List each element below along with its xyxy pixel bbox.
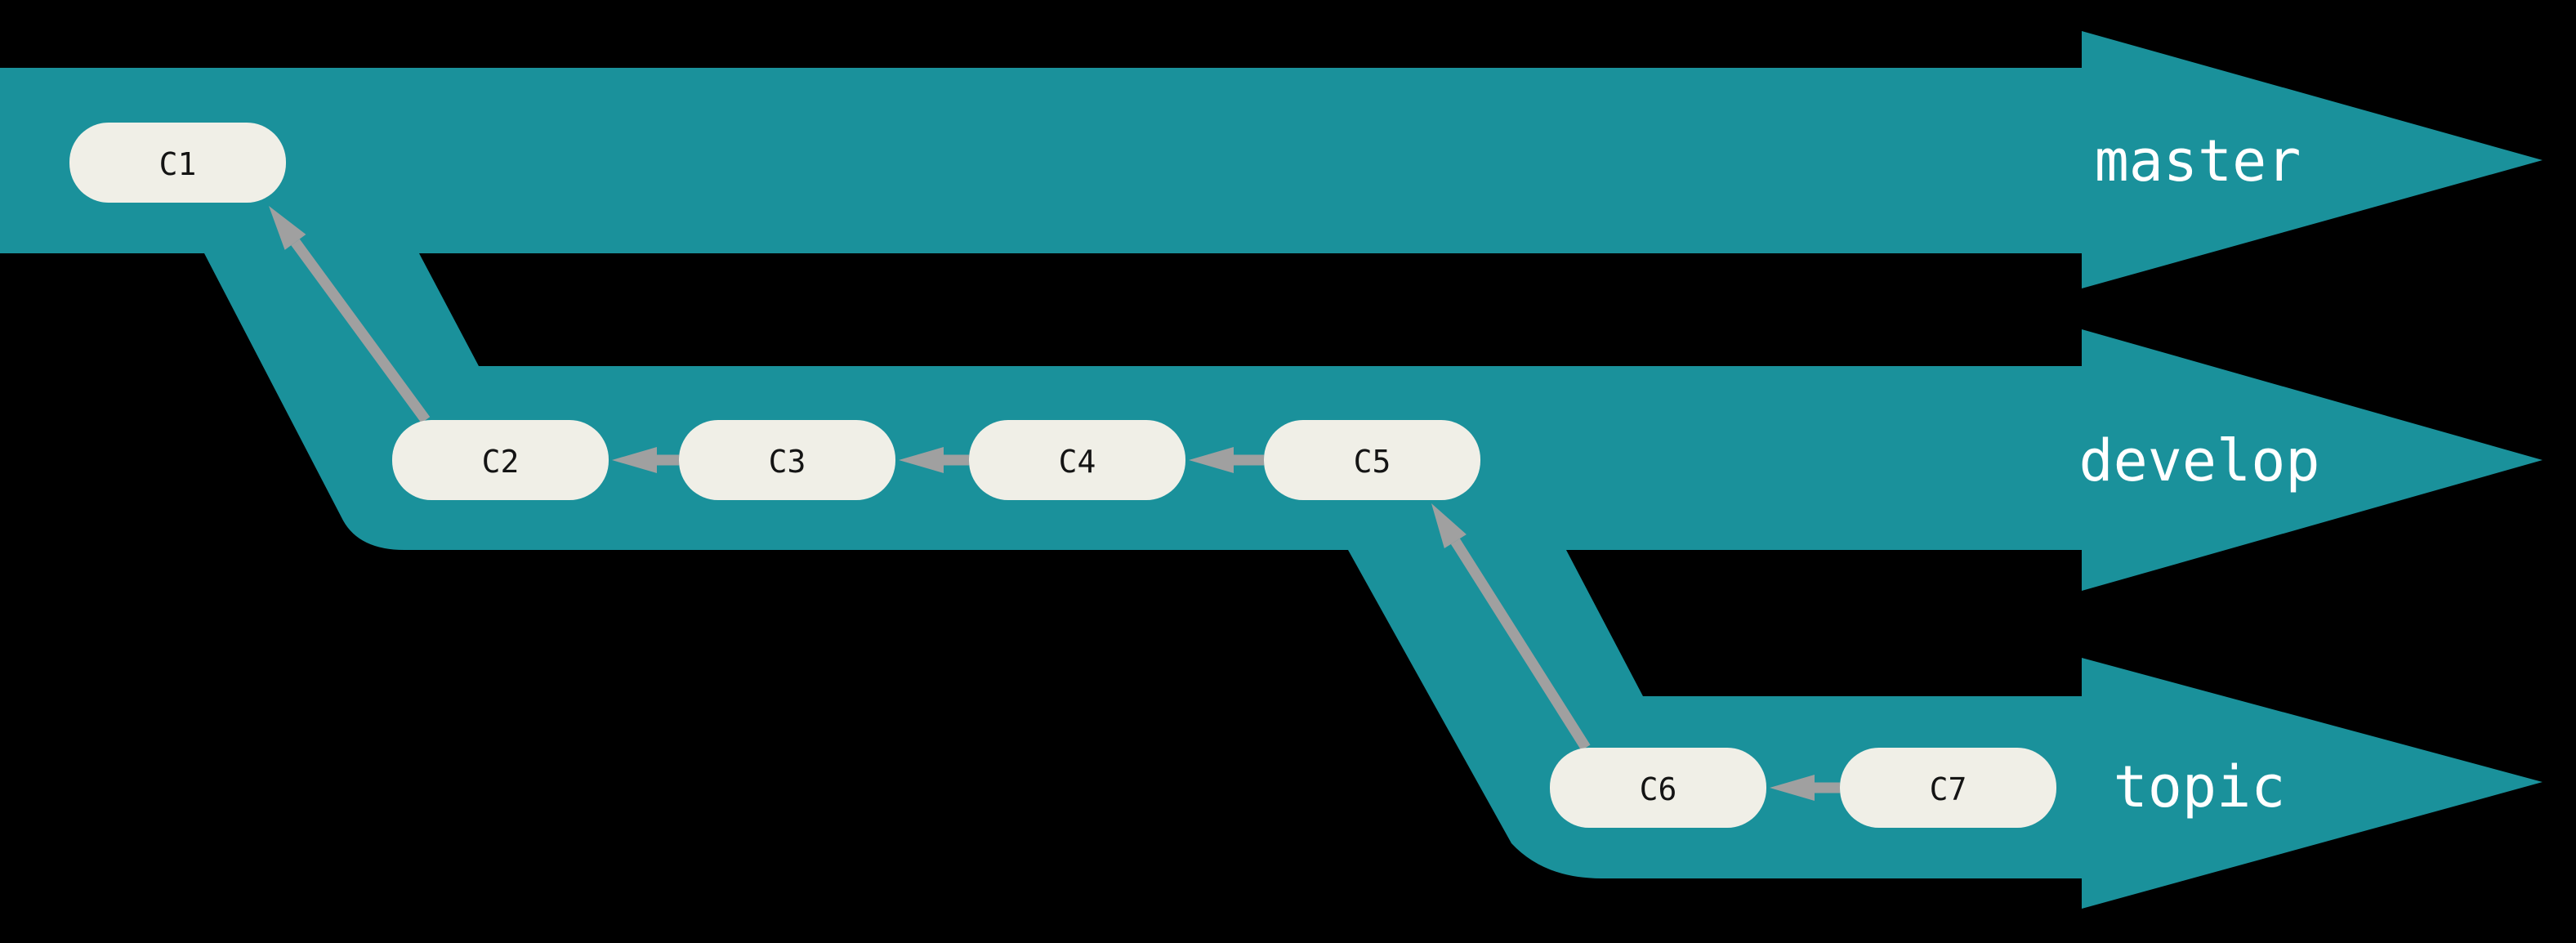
arrowhead-icon xyxy=(612,447,657,473)
commit-label: C1 xyxy=(159,146,197,182)
commit-node-c5: C5 xyxy=(1264,420,1480,500)
commit-node-c7: C7 xyxy=(1840,748,2056,828)
arrow-shaft xyxy=(291,239,431,423)
commit-node-c2: C2 xyxy=(392,420,609,500)
commit-node-c1: C1 xyxy=(69,123,286,203)
commit-node-shape xyxy=(1840,748,2056,828)
branch-label-master: master xyxy=(2095,127,2301,194)
commit-label: C7 xyxy=(1930,771,1967,807)
commit-node-c4: C4 xyxy=(969,420,1185,500)
arrowhead-icon xyxy=(899,447,944,473)
commit-label: C5 xyxy=(1354,444,1391,480)
branch-label-topic: topic xyxy=(2114,753,2286,820)
commit-node-shape xyxy=(1550,748,1766,828)
commit-node-c3: C3 xyxy=(679,420,895,500)
commit-node-shape xyxy=(679,420,895,500)
arrow-shaft xyxy=(1450,539,1591,751)
commit-node-shape xyxy=(969,420,1185,500)
commit-label: C6 xyxy=(1640,771,1677,807)
commit-node-shape xyxy=(69,123,286,203)
commit-label: C2 xyxy=(482,444,520,480)
commit-label: C4 xyxy=(1059,444,1096,480)
parent-arrow-c5-to-c4 xyxy=(1189,447,1264,473)
arrowhead-icon xyxy=(269,206,306,250)
arrowhead-icon xyxy=(1431,503,1467,549)
branch-label-develop: develop xyxy=(2078,427,2319,494)
arrowhead-icon xyxy=(1770,775,1815,801)
parent-arrow-c7-to-c6 xyxy=(1770,775,1840,801)
parent-arrow-c4-to-c3 xyxy=(899,447,969,473)
parent-arrow-c3-to-c2 xyxy=(612,447,679,473)
branch-band-master-arrow xyxy=(0,31,2543,288)
commit-node-shape xyxy=(1264,420,1480,500)
arrowhead-icon xyxy=(1189,447,1234,473)
parent-arrow-c6-to-c5 xyxy=(1431,503,1591,751)
commit-node-shape xyxy=(392,420,609,500)
commit-node-c6: C6 xyxy=(1550,748,1766,828)
commit-label: C3 xyxy=(769,444,806,480)
parent-arrow-c2-to-c1 xyxy=(269,206,431,423)
